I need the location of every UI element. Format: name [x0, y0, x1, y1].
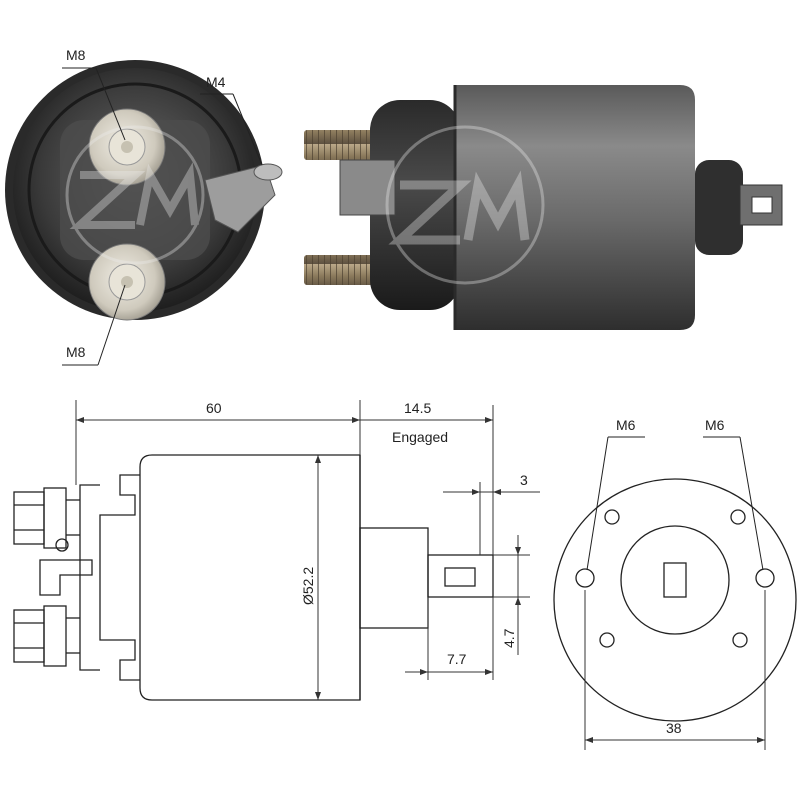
end-cap-side	[370, 100, 460, 310]
body-outline	[139, 454, 361, 701]
label-thread-left: M6	[616, 417, 636, 433]
terminal-top-m8	[88, 108, 166, 186]
end-technical-drawing: M6 M6 38	[553, 417, 797, 750]
terminal-lower-drawing	[13, 605, 80, 667]
end-view-photo: M8 M4 M8	[5, 47, 283, 366]
solenoid-body	[455, 85, 695, 330]
side-bracket	[339, 159, 396, 216]
bolt-hole	[730, 509, 746, 525]
m6-hole-right	[755, 568, 775, 588]
m4-screw	[253, 163, 283, 181]
label-thread-right: M6	[705, 417, 725, 433]
terminal-bracket	[204, 164, 276, 233]
end-outline-circle	[553, 478, 797, 722]
plunger-housing	[695, 160, 743, 255]
flange-outline	[99, 474, 140, 681]
terminal-bottom-m8	[88, 243, 166, 321]
plunger-body-drawing	[359, 527, 429, 629]
dim-diameter: Ø52.2	[300, 567, 316, 605]
dim-slot-width: 4.7	[501, 628, 517, 648]
bolt-hole	[732, 632, 748, 648]
side-view-photo	[304, 85, 783, 330]
dim-bolt-spacing: 38	[666, 720, 682, 736]
side-technical-drawing: 60 14.5 Engaged 3 Ø52.2 4.7 7.7	[13, 400, 540, 701]
zm-watermark-right	[385, 125, 545, 285]
terminal-upper-drawing	[13, 487, 80, 549]
label-terminal-bottom: M8	[66, 344, 86, 360]
stud-lower	[304, 255, 384, 285]
center-slot	[663, 562, 687, 598]
bolt-hole	[599, 632, 615, 648]
plunger-tip-drawing	[427, 554, 494, 598]
dim-stroke-note: Engaged	[392, 429, 448, 445]
stud-upper	[304, 130, 384, 160]
label-terminal-small: M4	[206, 74, 226, 90]
zm-watermark-left	[65, 125, 205, 265]
m6-hole-left	[575, 568, 595, 588]
dim-plunger-length: 7.7	[447, 651, 467, 667]
dim-stroke: 14.5	[404, 400, 431, 416]
small-terminal-drawing	[39, 559, 93, 596]
center-boss-circle	[620, 525, 730, 635]
bolt-hole	[604, 509, 620, 525]
dim-thickness: 3	[520, 472, 528, 488]
dim-length: 60	[206, 400, 222, 416]
label-terminal-top: M8	[66, 47, 86, 63]
